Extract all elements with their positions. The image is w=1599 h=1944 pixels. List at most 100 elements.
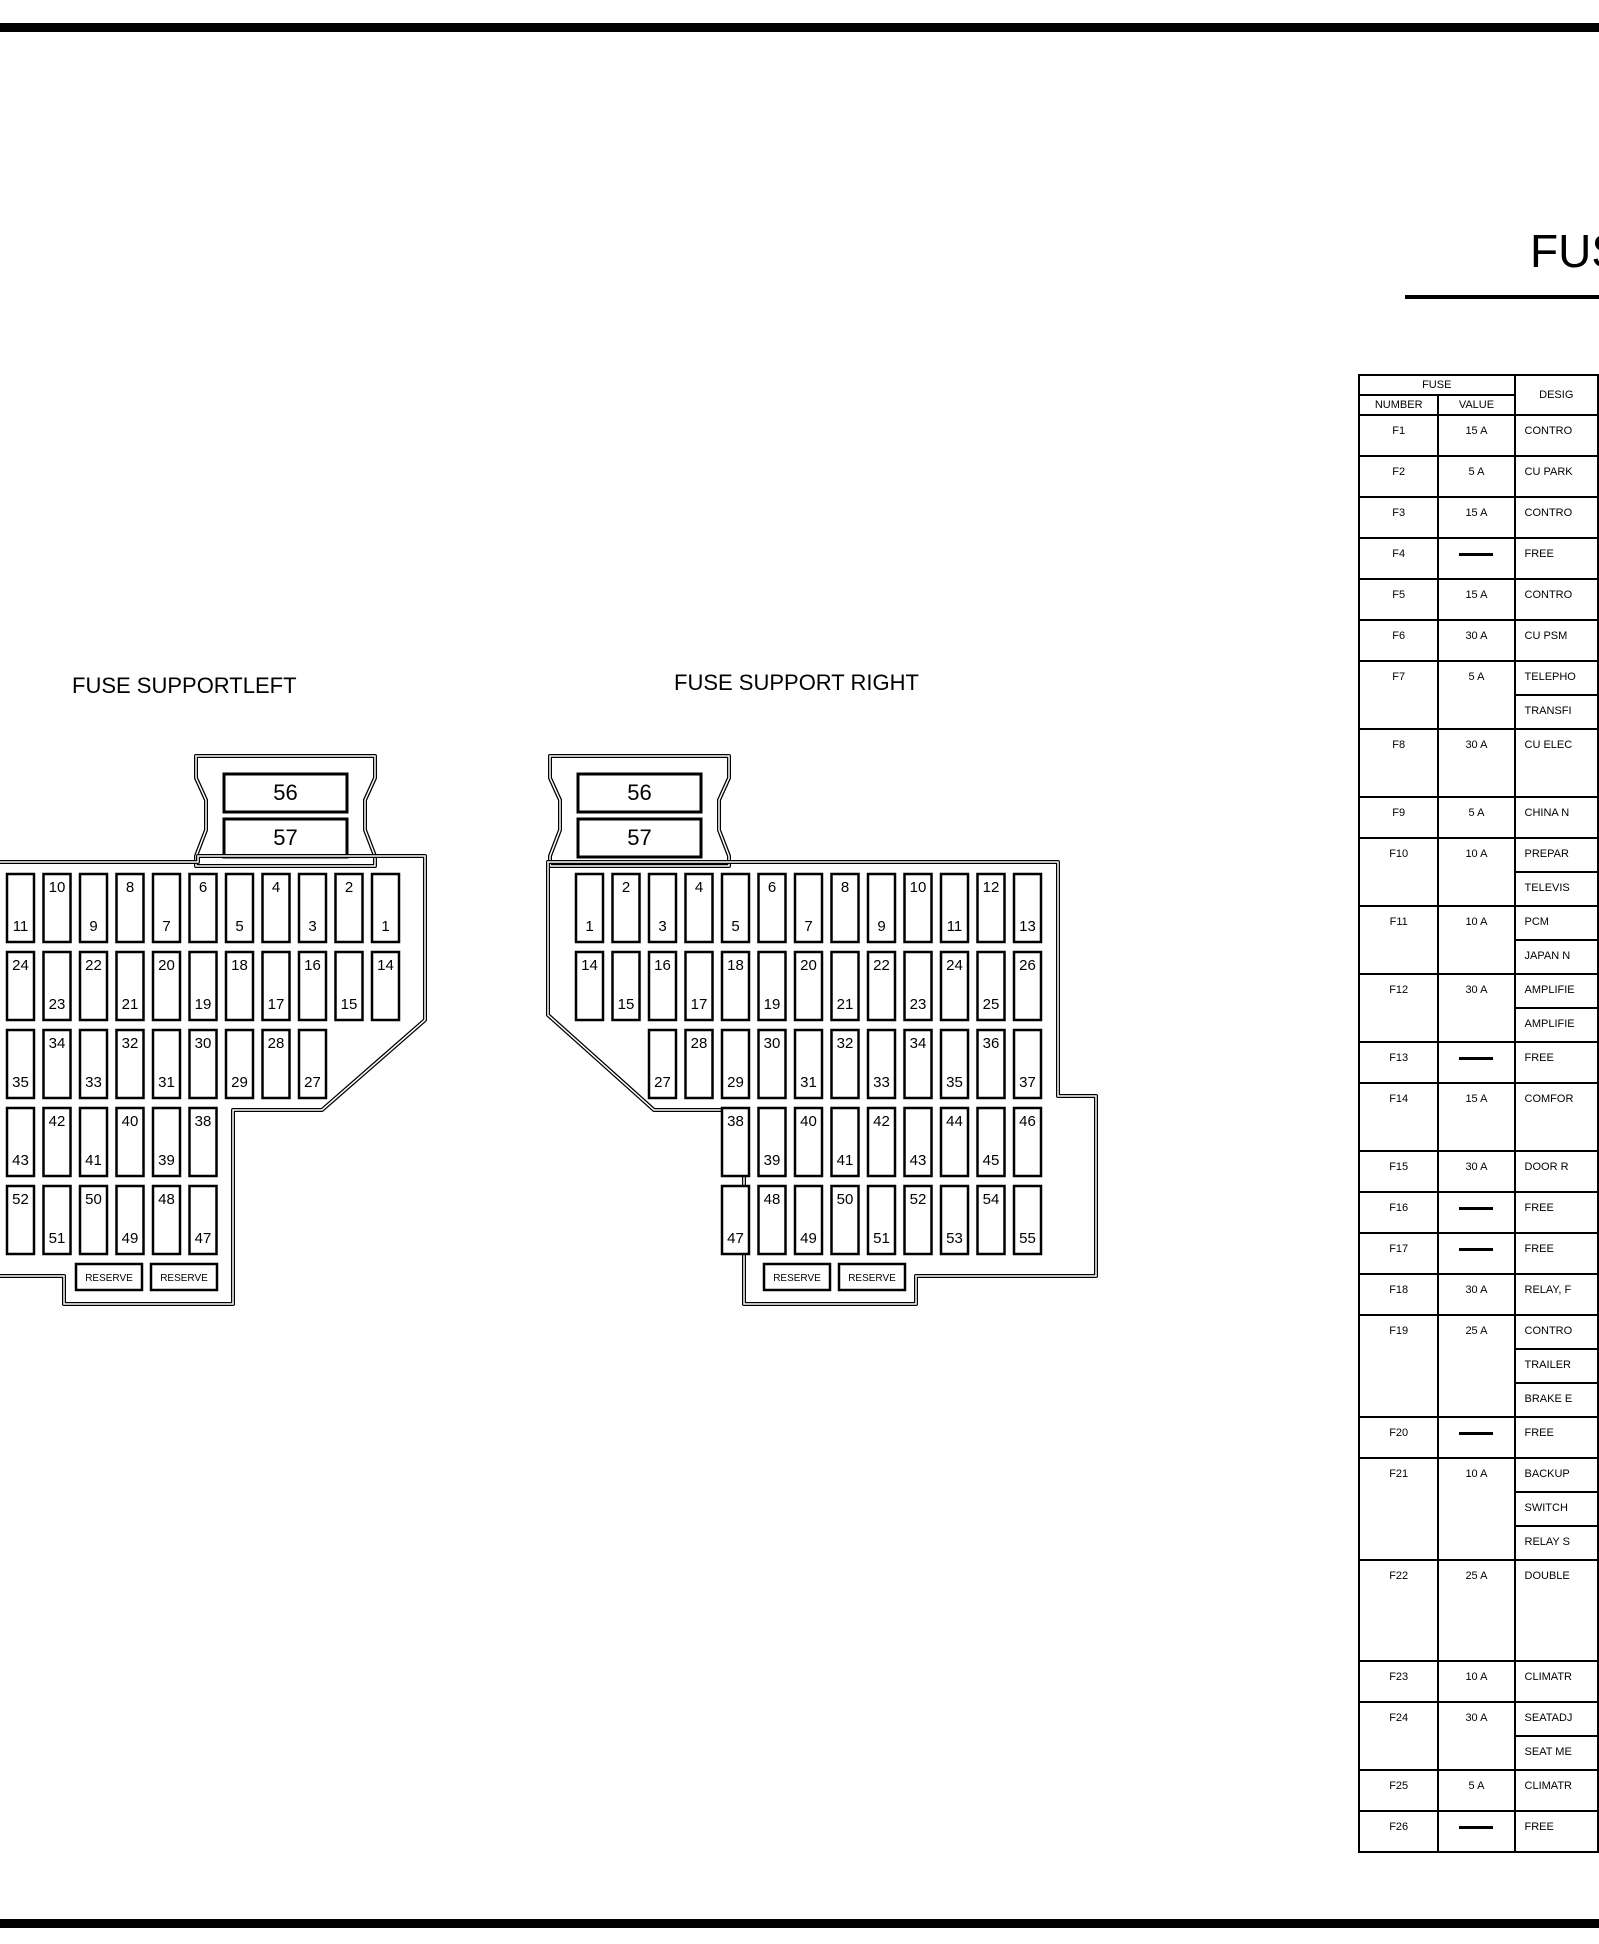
reserve-label: RESERVE (85, 1273, 133, 1284)
fuse-label-18: 18 (727, 957, 744, 974)
fuse-label-5: 5 (235, 918, 243, 935)
left-panel-body-inner-gap (0, 855, 426, 1305)
fuse-designation-cell: SEAT ME (1513, 1735, 1599, 1771)
fuse-slot-52 (5, 1184, 36, 1256)
fuse-label-38: 38 (195, 1113, 212, 1130)
fuse-number-cell: F8 (1357, 728, 1440, 798)
fuse-slot-21 (115, 950, 145, 1022)
fuse-label-41: 41 (837, 1152, 854, 1169)
fuse-label-30: 30 (195, 1035, 212, 1052)
fuse-value-cell: 10 A (1437, 905, 1516, 975)
fuse-label-41: 41 (85, 1152, 102, 1169)
fuse-designation-cell: FREE (1513, 1232, 1599, 1275)
fuse-label-34: 34 (910, 1035, 927, 1052)
fuse-slot-16 (647, 950, 678, 1022)
fuse-number-cell: F20 (1357, 1416, 1440, 1459)
fuse-value-cell (1437, 1191, 1516, 1234)
fuse-label-25: 25 (983, 996, 1000, 1013)
fuse-designation-cell: CONTRO (1513, 578, 1599, 621)
fuse-label-57: 57 (273, 825, 297, 850)
reserve-label: RESERVE (848, 1273, 896, 1284)
fuse-slot-32 (115, 1028, 145, 1100)
fuse-designation-cell: TELEVIS (1513, 871, 1599, 907)
fuse-value-cell: 5 A (1437, 1769, 1516, 1812)
fuse-number-cell: F22 (1357, 1559, 1440, 1662)
fuse-designation-cell: SWITCH (1513, 1491, 1599, 1527)
fuse-value-cell: 25 A (1437, 1314, 1516, 1418)
fuse-slot-20 (793, 950, 824, 1022)
fuse-label-1: 1 (381, 918, 389, 935)
fuse-label-14: 14 (581, 957, 598, 974)
fuse-slot-33 (78, 1028, 109, 1100)
fuse-slot-27 (647, 1028, 678, 1100)
fuse-label-31: 31 (800, 1074, 817, 1091)
fuse-slot-4 (261, 872, 291, 944)
fuse-number-cell: F12 (1357, 973, 1440, 1043)
fuse-slot-39 (151, 1106, 182, 1178)
fuse-number-cell: F2 (1357, 455, 1440, 498)
fuse-slot-14 (574, 950, 605, 1022)
fuse-slot-1 (370, 872, 401, 944)
fuse-number-cell: F14 (1357, 1082, 1440, 1152)
fuse-label-19: 19 (195, 996, 212, 1013)
fuse-slot-14 (370, 950, 401, 1022)
left-panel-holder-inner-gap (195, 755, 376, 867)
fuse-slot-19 (757, 950, 787, 1022)
fuse-slot-30 (757, 1028, 787, 1100)
fuse-designation-cell: CONTRO (1513, 1314, 1599, 1350)
fuse-label-51: 51 (49, 1230, 66, 1247)
fuse-value-cell: 5 A (1437, 660, 1516, 730)
fuse-slot-15 (611, 950, 641, 1022)
fuse-value-cell (1437, 1232, 1516, 1275)
fuse-number-cell: F21 (1357, 1457, 1440, 1561)
fuse-slot-47 (188, 1184, 218, 1256)
fuse-slot-28 (684, 1028, 714, 1100)
fuse-designation-cell: TRANSFI (1513, 694, 1599, 730)
fuse-label-39: 39 (158, 1152, 175, 1169)
fuse-label-22: 22 (85, 957, 102, 974)
fuse-label-23: 23 (49, 996, 66, 1013)
fuse-label-36: 36 (983, 1035, 1000, 1052)
fuse-slot-31 (151, 1028, 182, 1100)
fuse-slot-26 (1012, 950, 1043, 1022)
fuse-slot-32 (830, 1028, 860, 1100)
fuse-label-14: 14 (377, 957, 394, 974)
fuse-label-15: 15 (341, 996, 358, 1013)
fuse-label-7: 7 (162, 918, 170, 935)
fuse-label-13: 13 (1019, 918, 1036, 935)
no-value-dash (1459, 1825, 1494, 1829)
fuse-label-3: 3 (658, 918, 666, 935)
fuse-number-cell: F11 (1357, 905, 1440, 975)
fuse-slot-3 (297, 872, 328, 944)
fuse-designation-cell: PREPAR (1513, 837, 1599, 873)
fuse-slot-10 (42, 872, 72, 944)
fuse-value-cell: 30 A (1437, 1701, 1516, 1771)
fuse-label-32: 32 (122, 1035, 139, 1052)
fuse-number-cell: F1 (1357, 414, 1440, 457)
fuse-label-49: 49 (122, 1230, 139, 1247)
fuse-label-55: 55 (1019, 1230, 1036, 1247)
fuse-number-cell: F25 (1357, 1769, 1440, 1812)
fuse-slot-25 (976, 950, 1006, 1022)
no-value-dash (1459, 1431, 1494, 1435)
fuse-label-32: 32 (837, 1035, 854, 1052)
fuse-label-52: 52 (12, 1191, 29, 1208)
fuse-slot-6 (757, 872, 787, 944)
fuse-slot-54 (976, 1184, 1006, 1256)
fuse-label-34: 34 (49, 1035, 66, 1052)
fuse-label-48: 48 (158, 1191, 175, 1208)
no-value-dash (1459, 1206, 1494, 1210)
fuse-slot-7 (793, 872, 824, 944)
fuse-label-6: 6 (768, 879, 776, 896)
fuse-value-cell: 30 A (1437, 619, 1516, 662)
table-row: SEAT ME (1359, 1735, 1599, 1771)
fuse-label-9: 9 (877, 918, 885, 935)
fuse-label-47: 47 (195, 1230, 212, 1247)
